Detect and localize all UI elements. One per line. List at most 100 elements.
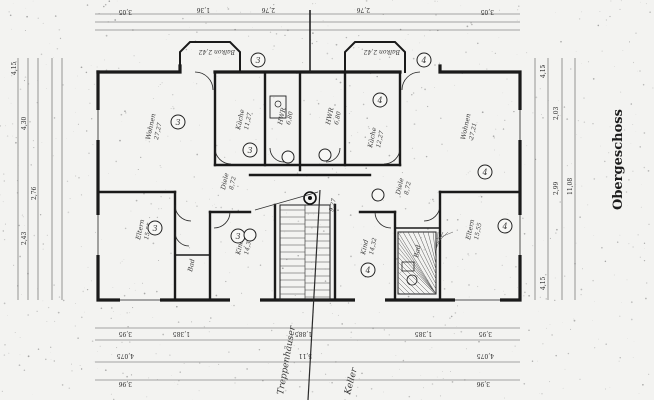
speck [16, 69, 18, 71]
speck [53, 360, 55, 362]
speck [169, 197, 171, 199]
speck [556, 228, 558, 231]
handwriting-2: Keller [343, 366, 360, 396]
hatch-line [432, 231, 437, 260]
speck [635, 113, 637, 115]
speck [327, 25, 329, 27]
hatch-line [422, 231, 437, 270]
speck [524, 164, 526, 166]
speck [143, 292, 146, 295]
speck [319, 117, 320, 118]
speck [562, 322, 563, 323]
speck [382, 176, 384, 177]
speck [639, 256, 641, 258]
speck [158, 260, 159, 261]
speck [580, 137, 582, 139]
hatch-line [397, 271, 421, 295]
speck [388, 160, 390, 162]
speck [279, 116, 281, 118]
speck [376, 75, 378, 78]
handwritten-line [307, 189, 321, 400]
speck [511, 101, 513, 102]
speck [218, 57, 220, 58]
speck [450, 371, 451, 373]
speck [122, 372, 124, 374]
speck [71, 370, 73, 372]
speck [601, 50, 603, 52]
speck [11, 75, 13, 77]
speck [190, 140, 192, 142]
speck [53, 57, 54, 58]
speck [396, 263, 397, 265]
speck [322, 230, 325, 232]
speck [431, 383, 434, 385]
speck [193, 176, 195, 178]
speck [117, 67, 120, 69]
speck [19, 354, 21, 356]
speck [648, 373, 650, 375]
speck [36, 102, 38, 104]
speck [148, 238, 149, 239]
speck [259, 107, 261, 109]
speck [340, 285, 342, 287]
speck [19, 88, 22, 91]
speck [447, 150, 448, 152]
speck [443, 288, 446, 290]
speck [160, 195, 162, 198]
speck [478, 340, 480, 343]
speck [132, 307, 134, 309]
speck [531, 360, 534, 362]
speck [91, 118, 93, 120]
speck [42, 243, 45, 245]
right-dim-4: 4,15 [540, 276, 547, 290]
right-dim-3: 2,99 [553, 181, 560, 195]
bottom-dim-7: 5,11 [299, 352, 312, 359]
speck [214, 203, 215, 205]
speck [332, 118, 334, 120]
speck [383, 200, 384, 201]
speck [111, 354, 113, 355]
speck [1, 390, 4, 393]
bottom-dim-4: 1,385 [415, 330, 432, 337]
speck [122, 385, 124, 386]
speck [32, 0, 34, 2]
speck [575, 51, 577, 52]
speck [101, 239, 102, 240]
speck [152, 125, 154, 127]
speck [263, 214, 265, 216]
speck [370, 388, 373, 390]
speck [156, 180, 157, 182]
speck [357, 131, 359, 133]
speck [272, 205, 274, 207]
speck [528, 329, 530, 332]
hatch-line [397, 241, 437, 295]
speck [549, 324, 551, 326]
speck [437, 0, 438, 2]
speck [467, 172, 469, 174]
room-label-kind-right: Kind [359, 239, 370, 257]
speck [652, 87, 654, 89]
speck [646, 282, 648, 284]
left-dim-4: 2,43 [21, 231, 28, 245]
speck [172, 107, 175, 110]
unit-marker-wohnen-left [170, 114, 186, 130]
unit-number-eltern-right: 4 [502, 222, 508, 231]
speck [563, 227, 565, 229]
speck [581, 185, 583, 187]
speck [350, 150, 352, 152]
unit-number-kind-right: 4 [365, 266, 371, 275]
speck [501, 264, 503, 266]
speck [188, 247, 191, 249]
speck [460, 214, 461, 215]
speck [335, 171, 338, 173]
speck [271, 290, 273, 292]
speck [296, 172, 299, 174]
speck [8, 11, 10, 13]
speck [298, 385, 301, 388]
speck [426, 105, 429, 108]
speck [383, 329, 385, 331]
speck [432, 316, 435, 318]
speck [77, 123, 79, 125]
speck [217, 194, 219, 197]
speck [297, 331, 300, 333]
